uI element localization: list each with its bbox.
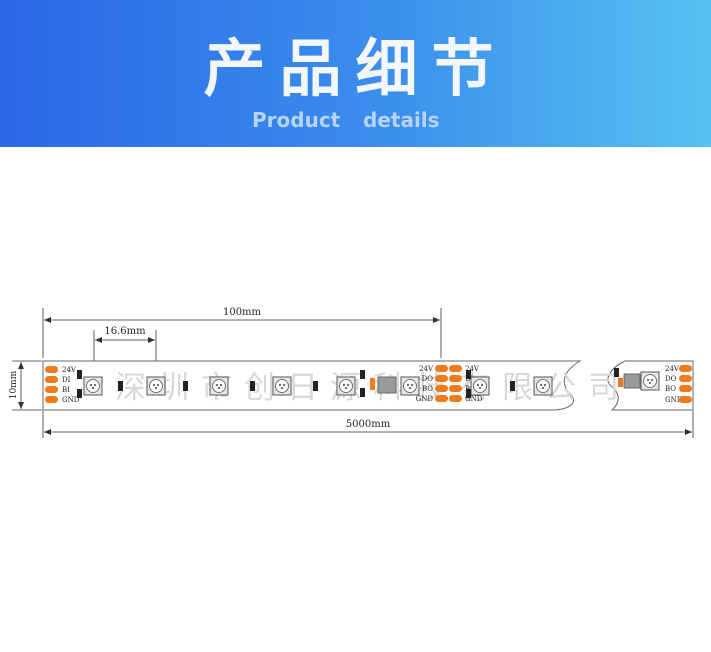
end-pad-gnd <box>679 396 692 403</box>
end-pad-do <box>679 375 692 382</box>
resistor <box>118 381 123 391</box>
resistor <box>313 381 318 391</box>
width-label: 10mm <box>9 370 19 399</box>
end-label-bo: BO <box>665 385 676 393</box>
cut-pads <box>435 365 462 402</box>
led-chip <box>209 376 229 396</box>
resistor <box>614 368 619 377</box>
resistor <box>466 389 471 398</box>
cut-pad-do-left <box>435 375 448 382</box>
resistor <box>466 370 471 379</box>
driver-ic <box>623 373 641 389</box>
pad-di <box>45 376 58 383</box>
cut-pad-gnd-left <box>435 395 448 402</box>
led-chip <box>400 376 420 396</box>
cut-pad-di-right <box>449 375 462 382</box>
end-label-do: DO <box>665 375 677 383</box>
pad-24v-in <box>45 366 58 373</box>
resistors <box>77 368 619 398</box>
pad-label-bi: BI <box>62 386 70 394</box>
banner-subtitle-product: Product <box>252 108 341 132</box>
length-dimension: 5000mm <box>42 411 694 438</box>
cut-pad-gnd-right <box>449 395 462 402</box>
cut-pad-bo-left <box>435 385 448 392</box>
cut-label-24v: 24V <box>419 365 434 373</box>
end-output-pads: 24V DO BO GND <box>665 365 692 404</box>
cut-output-labels: 24V DO BO GND <box>416 365 434 403</box>
led-chip <box>336 376 356 396</box>
end-pad-bo <box>679 385 692 392</box>
led-chip <box>83 376 103 396</box>
cut-label-24v-right: 24V <box>465 365 480 373</box>
pad-label-di: DI <box>62 376 71 384</box>
banner-title: 产品细节 <box>203 32 508 105</box>
led-chip <box>272 376 292 396</box>
header-banner: 产品细节 Product details <box>0 0 711 147</box>
resistor <box>360 388 365 397</box>
pad-label-24v-in: 24V <box>62 366 77 374</box>
end-label-gnd: GND <box>665 396 683 404</box>
banner-subtitle-details: details <box>363 108 440 132</box>
led-group <box>83 371 660 396</box>
driver-ics <box>370 373 641 394</box>
end-label-24v: 24V <box>665 365 680 373</box>
capacitor <box>370 378 375 390</box>
resistor <box>360 370 365 379</box>
cut-label-gnd-right: GND <box>465 395 483 403</box>
resistor <box>77 370 82 379</box>
cut-pad-bi-right <box>449 385 462 392</box>
cut-label-gnd: GND <box>416 395 434 403</box>
pad-bi <box>45 386 58 393</box>
pad-label-gnd-in: GND <box>62 396 80 404</box>
cut-label-bo: BO <box>422 385 433 393</box>
input-pads: 24V DI BI GND <box>45 366 80 404</box>
led-chip <box>146 376 166 396</box>
resistor <box>510 381 515 391</box>
resistor <box>77 389 82 398</box>
capacitor <box>618 378 623 387</box>
led-chip <box>640 371 660 391</box>
length-label: 5000mm <box>346 419 391 430</box>
cut-pad-24v-right <box>449 365 462 372</box>
spacing-label: 16.6mm <box>104 326 146 337</box>
end-pad-24v <box>679 365 692 372</box>
cut-label-do: DO <box>422 375 434 383</box>
led-chip <box>533 376 553 396</box>
pitch-label: 100mm <box>223 307 262 318</box>
cut-pad-24v-left <box>435 365 448 372</box>
led-chip <box>470 376 490 396</box>
resistor <box>183 381 188 391</box>
pitch-dimension: 100mm <box>42 307 442 358</box>
pad-gnd-in <box>45 396 58 403</box>
resistor <box>250 381 255 391</box>
width-dimension: 10mm <box>9 360 42 411</box>
driver-ic <box>377 376 397 394</box>
